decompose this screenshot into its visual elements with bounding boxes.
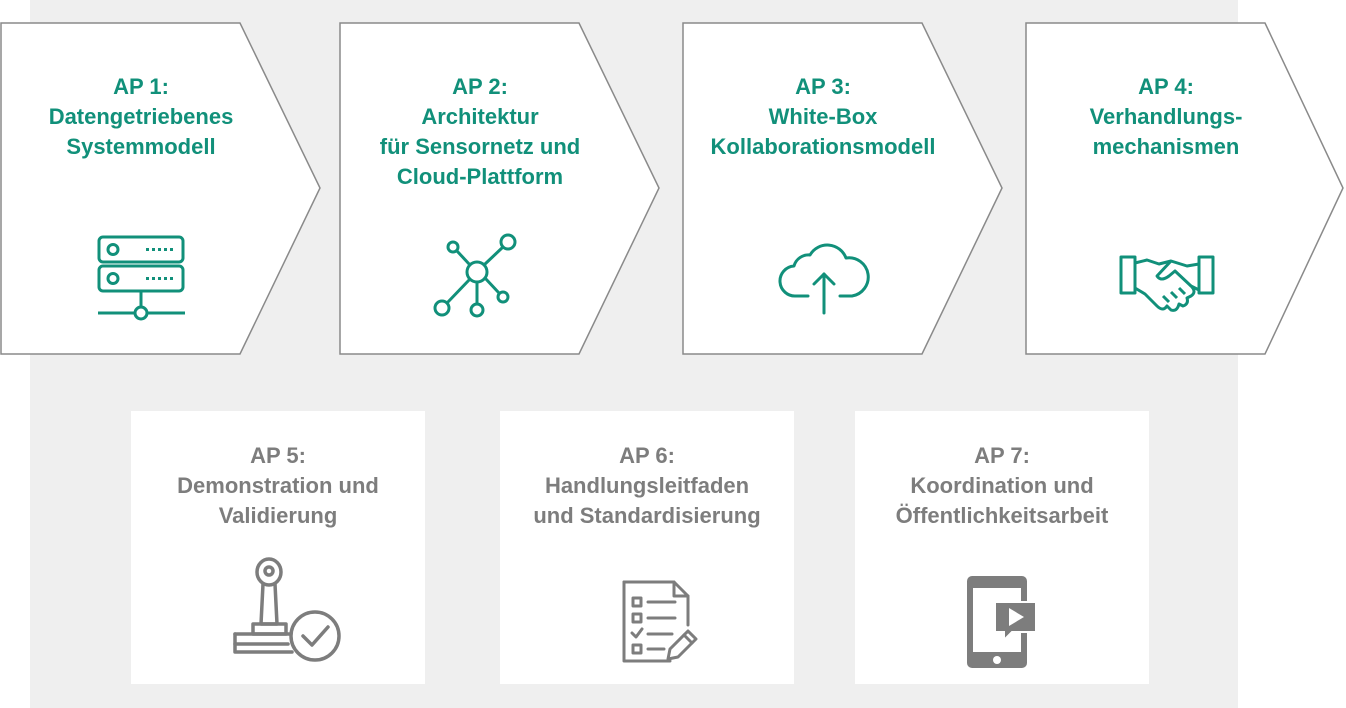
network-icon [433, 233, 517, 318]
work-package-ap2: AP 2: Architektur für Sensornetz und Clo… [339, 22, 661, 355]
support-package-title: AP 6: Handlungsleitfaden und Standardisi… [533, 443, 761, 528]
cloud-upload-icon [778, 243, 870, 315]
work-package-title: AP 3: White-Box Kollaborationsmodell [710, 74, 936, 159]
chevron-shape [682, 22, 1003, 355]
chevron-shape [0, 22, 321, 355]
server-icon [97, 235, 185, 321]
chevron-shape [339, 22, 660, 355]
work-package-ap4: AP 4: Verhandlungs- mechanismen [1025, 22, 1346, 355]
stamp-check-icon [233, 557, 341, 662]
work-package-title: AP 2: Architektur für Sensornetz und Clo… [379, 74, 581, 189]
work-package-title: AP 4: Verhandlungs- mechanismen [1089, 74, 1243, 159]
support-package-ap6: AP 6: Handlungsleitfaden und Standardisi… [500, 411, 794, 684]
support-package-ap5: AP 5: Demonstration und Validierung [131, 411, 425, 684]
chevron-shape [1025, 22, 1344, 355]
work-package-title: AP 1: Datengetriebenes Systemmodell [48, 74, 234, 159]
work-package-ap1: AP 1: Datengetriebenes Systemmodell [0, 22, 322, 355]
checklist-document-icon [622, 580, 698, 663]
smartphone-video-icon [967, 576, 1037, 668]
support-package-title: AP 5: Demonstration und Validierung [177, 443, 379, 528]
handshake-icon [1119, 255, 1215, 312]
work-package-ap3: AP 3: White-Box Kollaborationsmodell [682, 22, 1004, 355]
support-package-ap7: AP 7: Koordination und Öffentlichkeitsar… [855, 411, 1149, 684]
support-package-title: AP 7: Koordination und Öffentlichkeitsar… [895, 443, 1109, 528]
